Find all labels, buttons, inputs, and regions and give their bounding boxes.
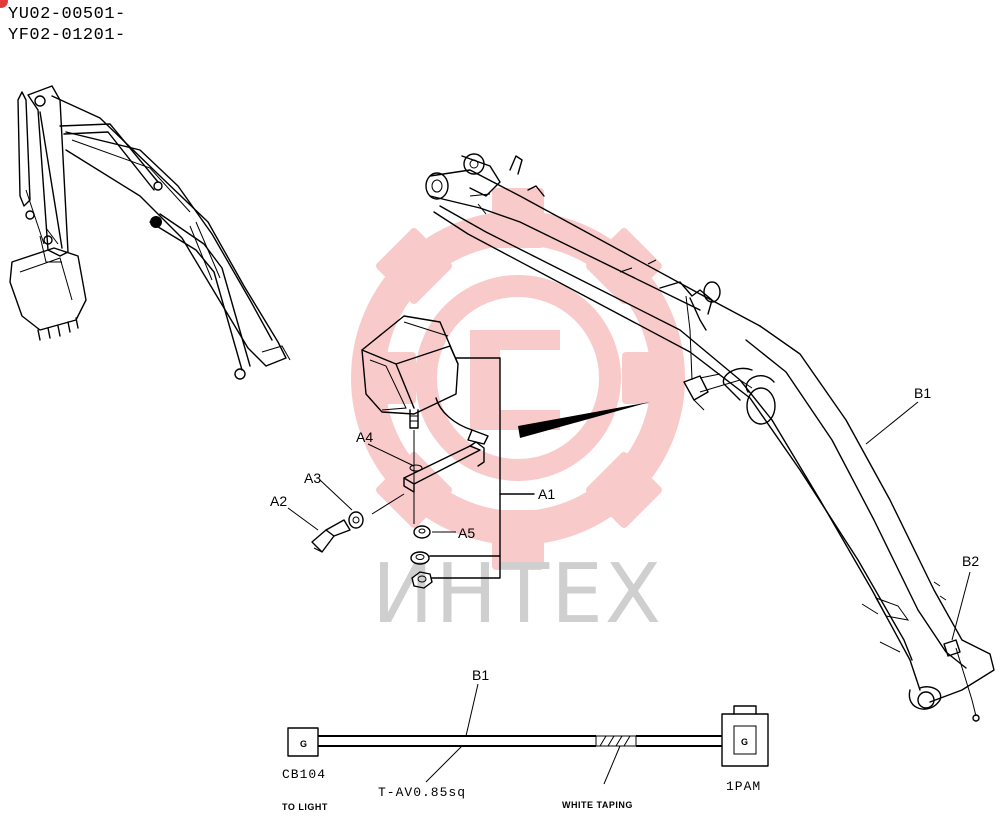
left-connector-note: TO LIGHT bbox=[282, 802, 328, 812]
left-connector-icon bbox=[287, 727, 319, 757]
callout-a4: A4 bbox=[356, 429, 373, 445]
leader-b2 bbox=[951, 571, 971, 641]
wire-spec-label: T-AV0.85sq bbox=[378, 785, 466, 800]
work-light-assembly bbox=[311, 315, 650, 589]
callout-a2: A2 bbox=[270, 493, 287, 509]
leader-a4 bbox=[367, 443, 415, 467]
callout-a3: A3 bbox=[304, 470, 321, 486]
right-connector-icon bbox=[721, 713, 769, 767]
callout-a1: A1 bbox=[538, 486, 555, 502]
watermark-text: ИНТЕХ bbox=[372, 547, 663, 642]
callout-b1-harness: B1 bbox=[472, 667, 489, 683]
taping-note: WHITE TAPING bbox=[562, 800, 633, 810]
callout-a5: A5 bbox=[458, 525, 475, 541]
excavator-overview bbox=[9, 85, 291, 380]
leader-a3 bbox=[319, 479, 353, 511]
callout-b2: B2 bbox=[962, 553, 979, 569]
corner-badge-icon bbox=[0, 0, 8, 8]
right-connector-label: 1PAM bbox=[726, 779, 761, 794]
left-connector-pin: G bbox=[300, 739, 308, 749]
right-connector-pin: G bbox=[741, 737, 749, 747]
leader-a2 bbox=[287, 507, 319, 531]
callout-b1-boom: B1 bbox=[914, 385, 931, 401]
watermark-gear-icon bbox=[351, 188, 685, 570]
boom-assembly bbox=[425, 153, 995, 722]
wire-harness-diagram: G G bbox=[287, 683, 769, 785]
serial-range-2: YF02-01201- bbox=[8, 26, 126, 45]
leader-b1-boom bbox=[865, 401, 919, 445]
serial-range-1: YU02-00501- bbox=[8, 5, 126, 24]
left-connector-label: CB104 bbox=[282, 767, 326, 782]
